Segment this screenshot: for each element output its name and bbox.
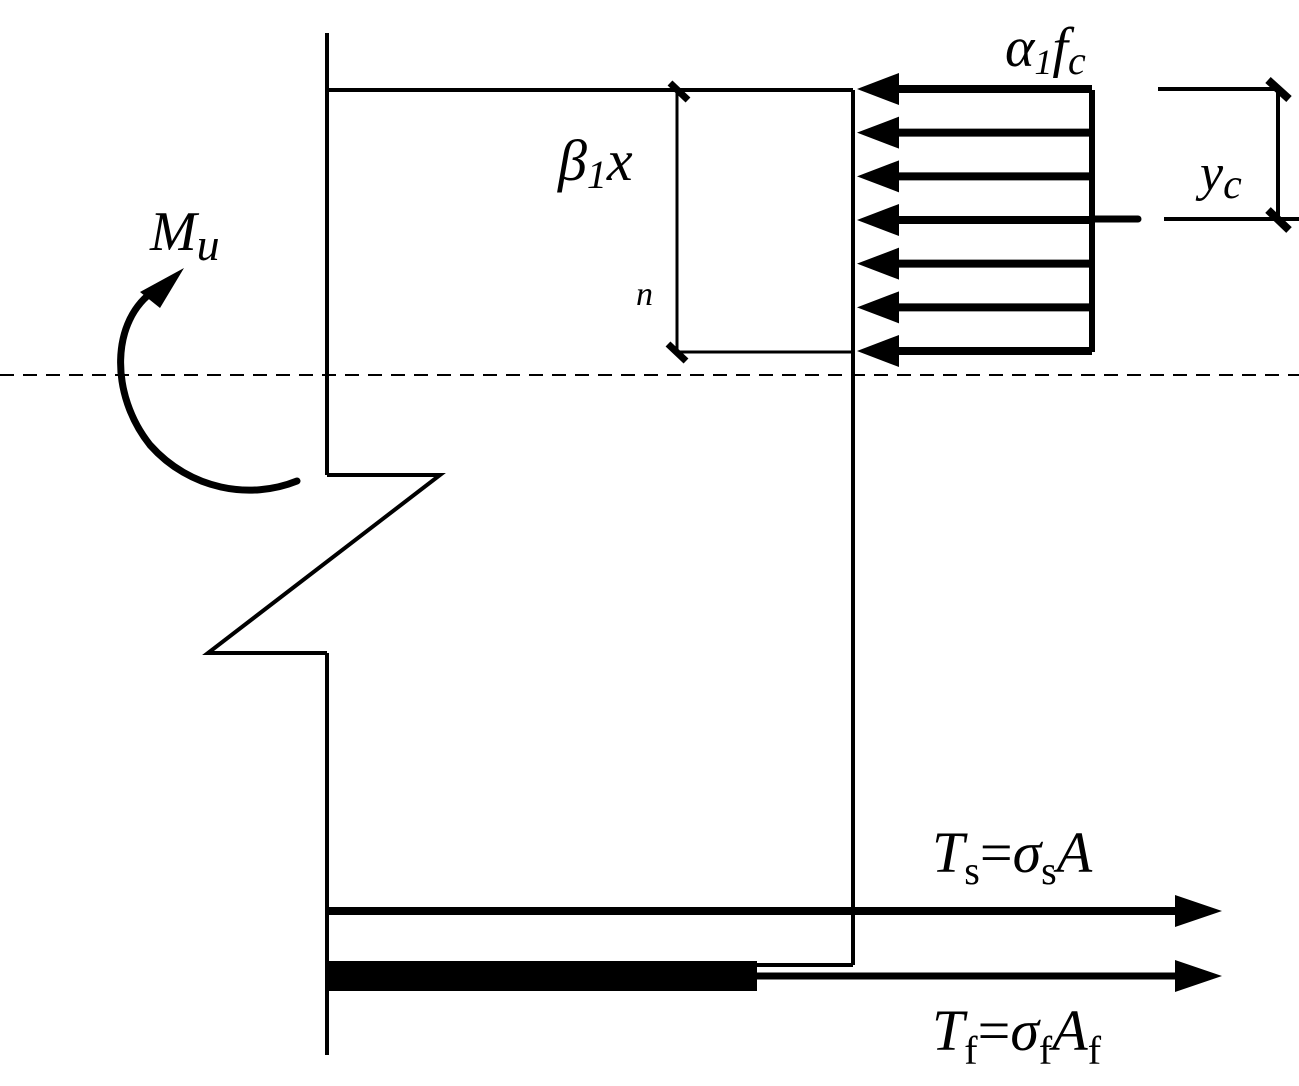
yc-dimension — [1158, 77, 1299, 233]
stress-intensity-label: α1fc — [1005, 17, 1086, 83]
compression-arrow-head — [857, 160, 899, 193]
yc-label: yc — [1195, 145, 1242, 208]
neutral-axis-marker-label: n — [636, 276, 653, 313]
stress-block-depth-dimension — [665, 80, 853, 364]
stress-depth-label: β1x — [557, 128, 633, 197]
moment-arrow-icon — [117, 268, 301, 494]
compression-arrow-head — [857, 73, 899, 105]
compression-arrow-head — [857, 291, 899, 324]
frp-tension-arrow — [757, 960, 1222, 992]
frp-tension-label: Tf=σfAf — [932, 998, 1102, 1073]
beam-section-outline — [202, 33, 855, 1055]
steel-tension-arrow — [327, 895, 1222, 927]
compression-arrow-head — [857, 204, 899, 236]
compression-arrow-head — [857, 116, 899, 149]
frp-plate — [327, 961, 757, 991]
compression-arrow-head — [857, 335, 899, 367]
compression-arrows — [857, 73, 1092, 367]
moment-label: Mu — [149, 201, 220, 270]
steel-tension-label: Ts=σsA — [932, 820, 1093, 893]
compression-arrow-head — [857, 247, 899, 280]
